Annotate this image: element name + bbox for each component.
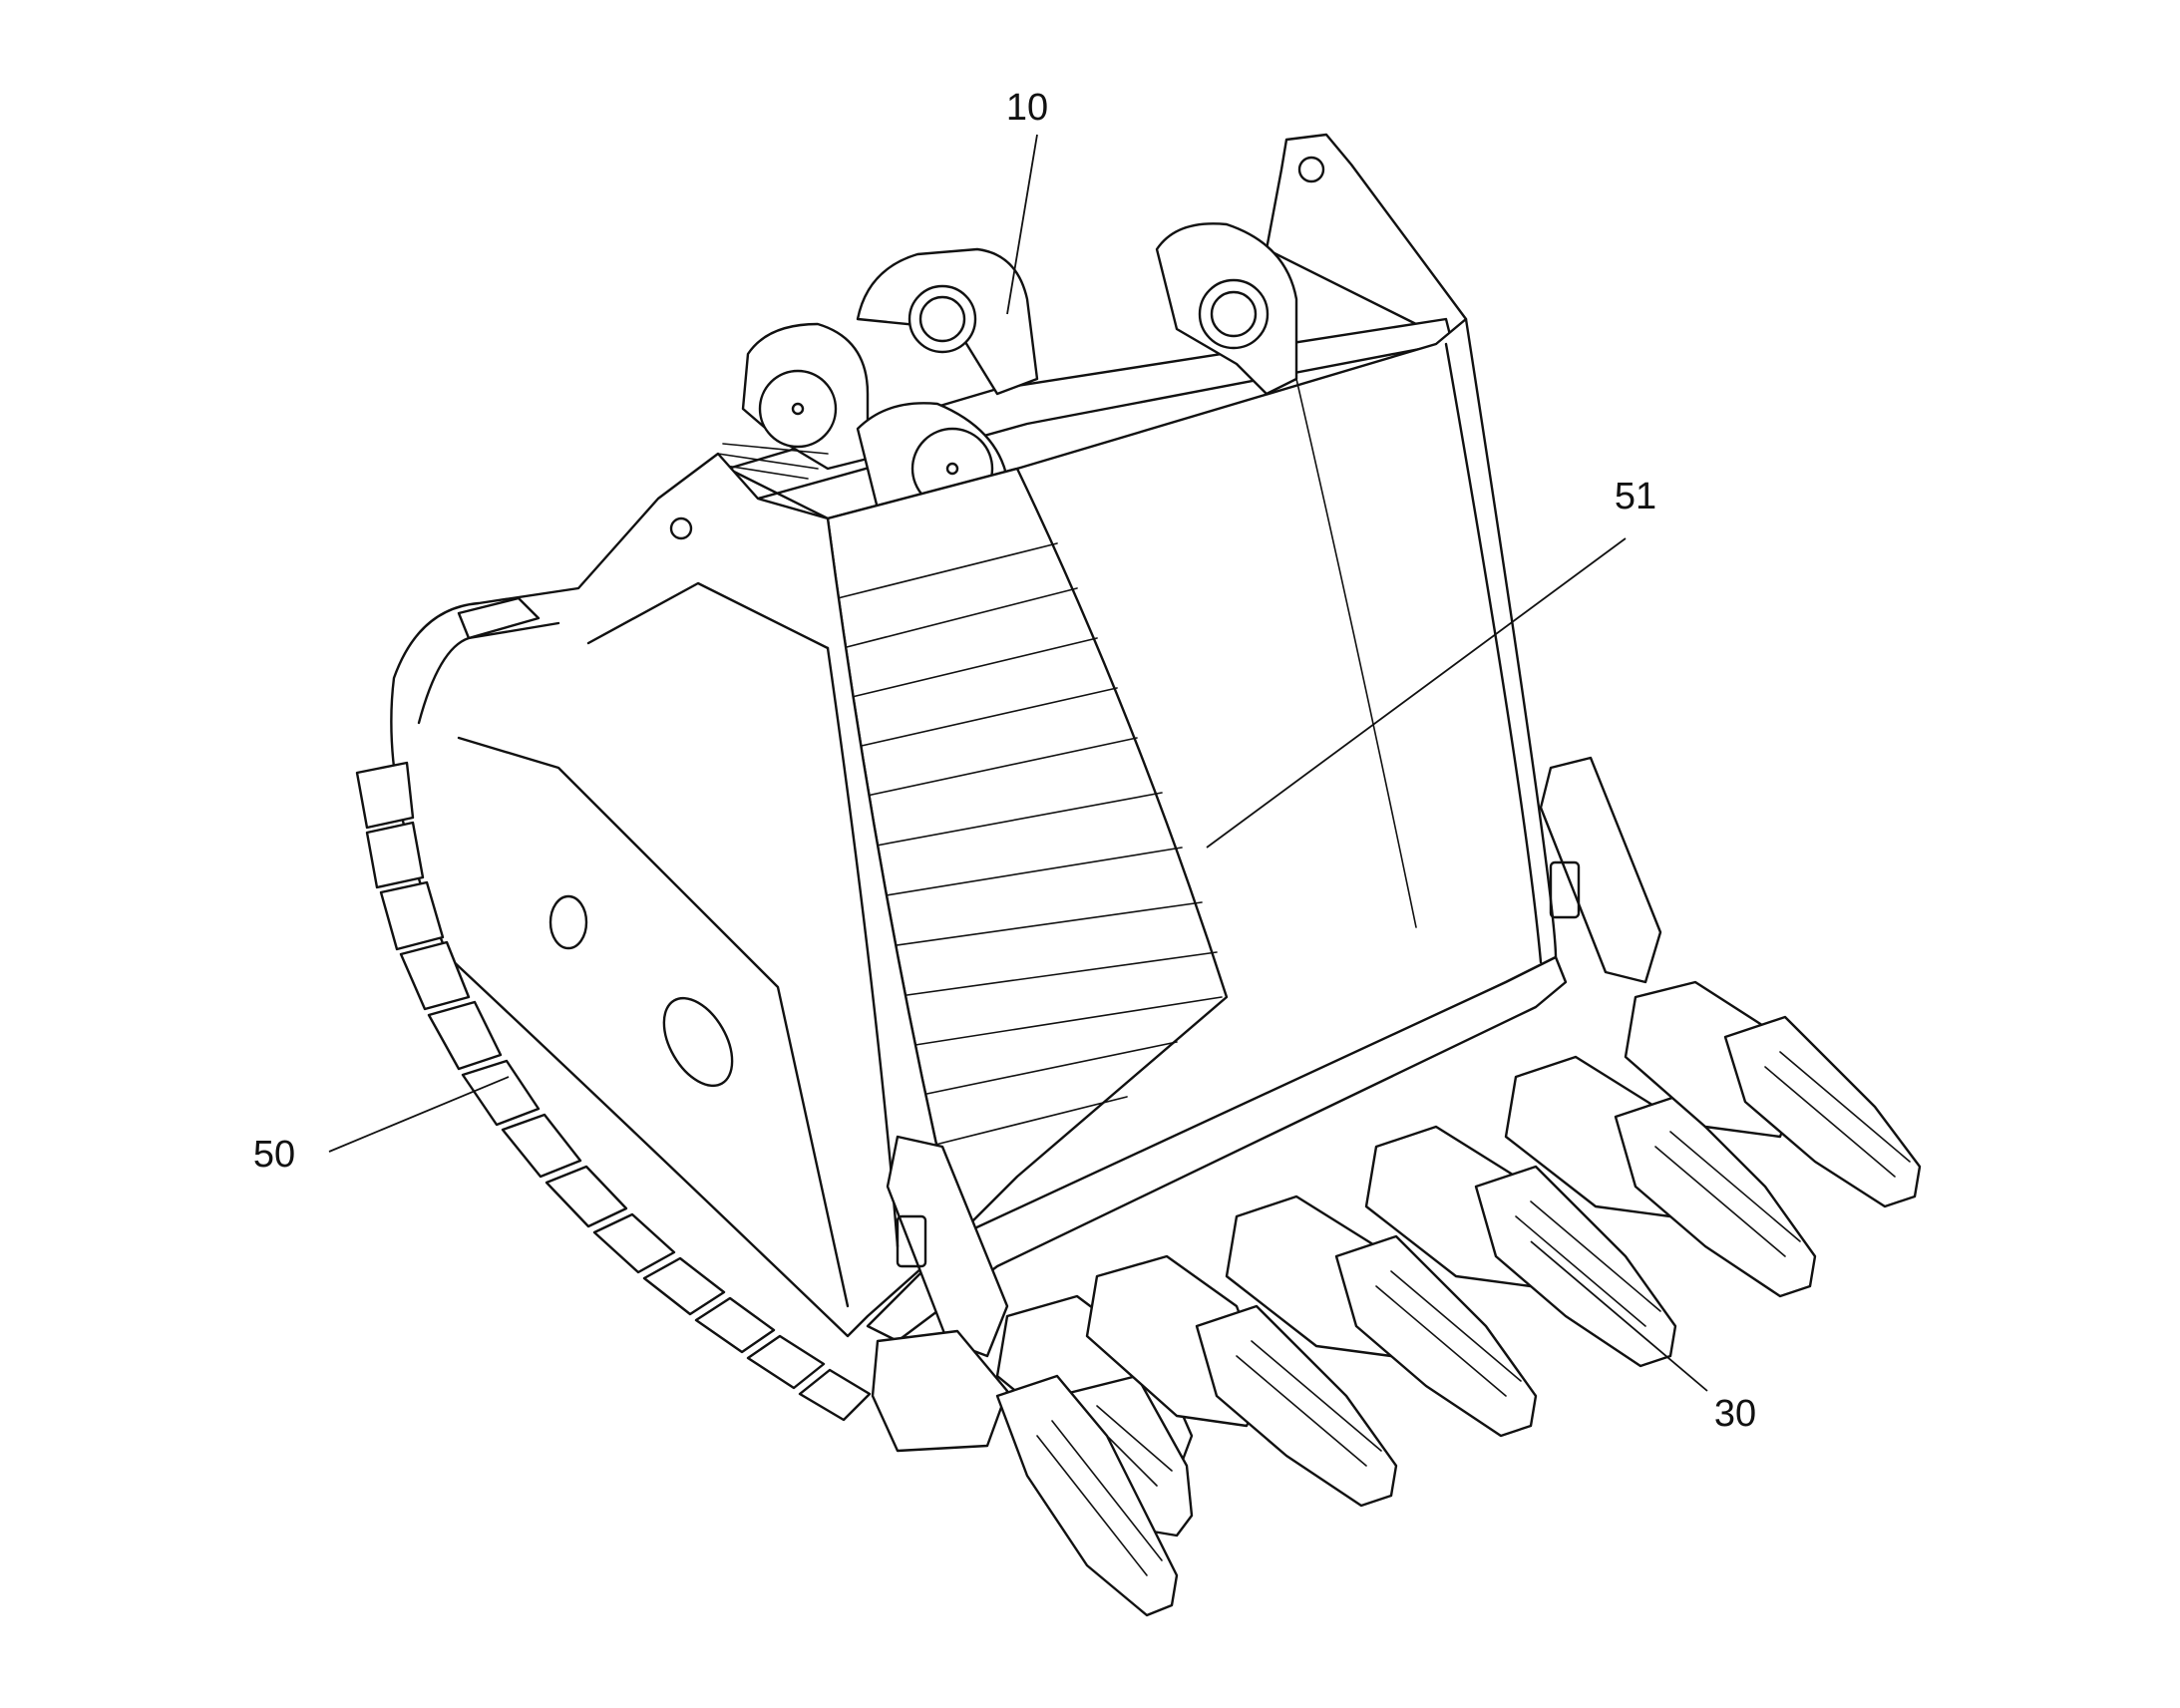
corner-adapter-right: [1539, 756, 1662, 984]
tooth-3: [1225, 1195, 1538, 1438]
leader-51: [1206, 537, 1627, 849]
leader-lines: [328, 134, 1708, 1392]
tooth-assemblies: [995, 980, 1922, 1617]
leader-30: [1530, 1240, 1708, 1392]
reference-numeral-51: 51: [1615, 476, 1656, 517]
corner-adapter-left: [871, 1135, 1009, 1453]
reference-numeral-50: 50: [253, 1134, 295, 1176]
cutting-edge: [866, 955, 1568, 1343]
tooth-4: [1364, 1125, 1677, 1368]
tooth-2: [1085, 1254, 1398, 1508]
leader-50: [328, 1076, 510, 1153]
side-wear-blocks: [355, 761, 872, 1422]
leader-10: [1006, 134, 1038, 315]
reference-numeral-10: 10: [1006, 87, 1048, 129]
reference-numeral-30: 30: [1714, 1393, 1756, 1435]
tooth-6: [1624, 980, 1922, 1208]
tooth-7: [995, 1374, 1179, 1617]
